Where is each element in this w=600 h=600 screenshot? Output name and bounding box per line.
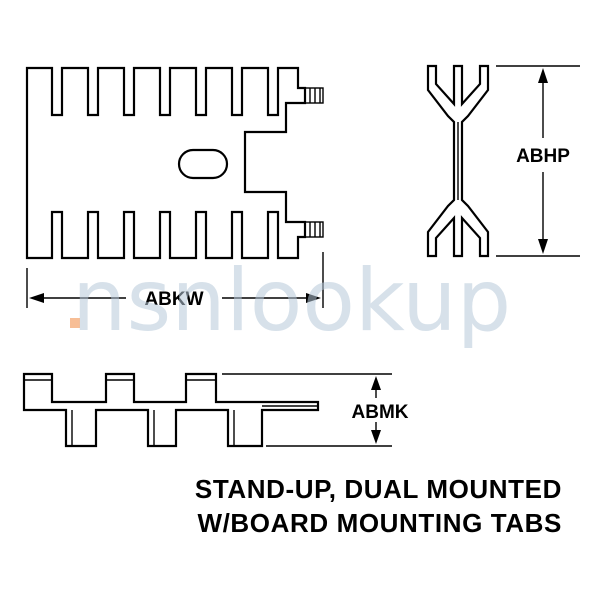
board-tab-bottom [304, 221, 324, 238]
height-dimension: ABHP [496, 65, 580, 257]
caption-line-1: STAND-UP, DUAL MOUNTED [194, 474, 562, 504]
watermark-dot [70, 318, 80, 328]
arrowhead-down [371, 430, 381, 444]
width-dimension: ABKW [26, 252, 324, 310]
bottom-view [22, 372, 320, 448]
side-view [426, 64, 490, 258]
thickness-dimension-label: ABMK [352, 402, 409, 423]
front-view [25, 66, 324, 260]
height-dimension-label: ABHP [516, 146, 570, 167]
bottom-view-profile [22, 372, 320, 448]
mounting-slot [177, 148, 229, 180]
arrowhead-left [29, 293, 44, 303]
arrowhead-right [306, 293, 321, 303]
arrowhead-up [538, 68, 548, 83]
watermark-text: nsnlookup [72, 251, 511, 351]
side-view-profile [426, 64, 490, 258]
arrowhead-up [371, 376, 381, 390]
front-view-outline [25, 66, 307, 260]
width-dimension-label: ABKW [144, 289, 203, 310]
arrowhead-down [538, 239, 548, 254]
watermark: nsnlookup [70, 251, 511, 351]
caption-line-2: W/BOARD MOUNTING TABS [197, 508, 562, 538]
board-tab-top [304, 87, 324, 104]
thickness-dimension: ABMK [222, 373, 409, 447]
